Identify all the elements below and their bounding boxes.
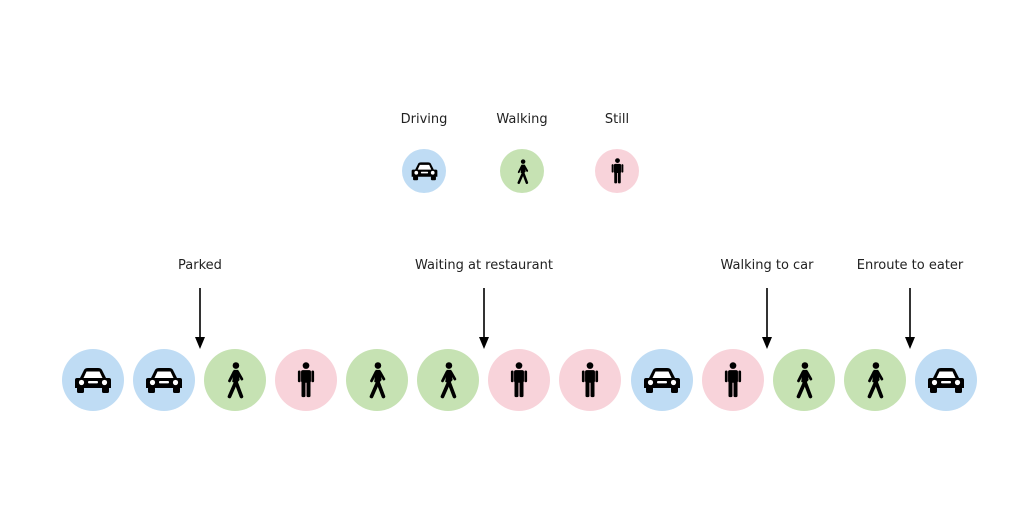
timeline-step-still [559,349,621,411]
car-icon [144,366,184,394]
car-icon [926,366,966,394]
timeline-step-walking [417,349,479,411]
annotation-label-walking-to-car: Walking to car [720,258,814,273]
timeline-step-still [702,349,764,411]
annotation-label-waiting: Waiting at restaurant [415,258,553,273]
walking-person-icon [793,360,815,400]
walking-person-icon [515,158,530,185]
timeline-step-walking [773,349,835,411]
walking-person-icon [224,360,246,400]
timeline-step-driving [631,349,693,411]
arrow-down-icon [195,288,205,349]
legend-label-walking: Walking [496,112,548,127]
legend-circle-walking [500,149,544,193]
legend-circle-driving [402,149,446,193]
arrow-down-icon [905,288,915,349]
car-icon [642,366,682,394]
car-icon [73,366,113,394]
walking-person-icon [864,360,886,400]
car-icon [410,161,439,181]
legend-label-still: Still [604,112,630,127]
annotation-label-parked: Parked [178,258,222,273]
standing-person-icon [297,360,315,400]
timeline-step-walking [346,349,408,411]
arrow-down-icon [762,288,772,349]
standing-person-icon [510,360,528,400]
timeline-step-walking [204,349,266,411]
legend-circle-still [595,149,639,193]
annotation-label-enroute: Enroute to eater [856,258,964,273]
standing-person-icon [611,157,624,185]
arrow-down-icon [479,288,489,349]
timeline-step-driving [62,349,124,411]
standing-person-icon [724,360,742,400]
walking-person-icon [366,360,388,400]
legend-label-driving: Driving [400,112,448,127]
walking-person-icon [437,360,459,400]
timeline-step-still [488,349,550,411]
timeline-step-driving [915,349,977,411]
timeline-step-driving [133,349,195,411]
timeline-step-walking [844,349,906,411]
standing-person-icon [581,360,599,400]
timeline-step-still [275,349,337,411]
